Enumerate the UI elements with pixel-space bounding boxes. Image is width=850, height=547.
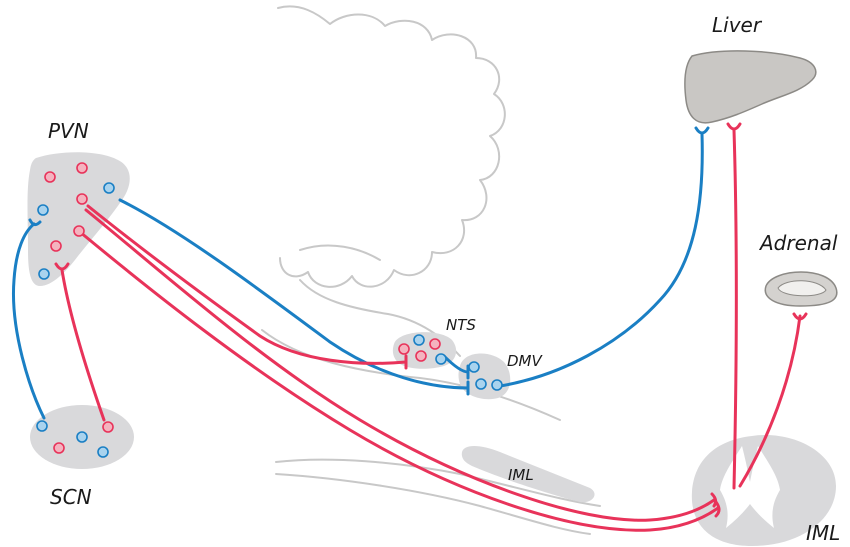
scn-cells [36, 420, 114, 458]
pvn-to-iml-red-path-2 [78, 230, 720, 532]
liver-blue-terminal [694, 126, 710, 135]
nts-cell-red [398, 343, 410, 355]
scn-cell-red [53, 442, 65, 454]
brainstem-lower [261, 329, 561, 421]
nts-label: NTS [446, 316, 476, 334]
liver-label: Liver [712, 13, 763, 37]
pvn-cell-red [44, 171, 56, 183]
scn-cell-blue [36, 420, 48, 432]
medulla-edge [275, 458, 601, 507]
pvn-red-terminal [54, 262, 70, 271]
pvn-label: PVN [48, 119, 89, 143]
scn-to-pvn-blue-path [11, 222, 46, 420]
brainstem-outline [261, 5, 601, 535]
scn-to-pvn-red-path [60, 268, 106, 422]
pvn-cell-red [76, 162, 88, 174]
dmv-cell-blue [468, 361, 480, 373]
pvn-cell-red [73, 225, 85, 237]
dmv-cell-blue [475, 378, 487, 390]
dmv-to-liver-blue-path [498, 132, 704, 388]
dmv-region [458, 353, 511, 400]
iml-to-liver-red-path [732, 128, 738, 490]
dmv-cell-blue [491, 379, 503, 391]
sympathetic-pathways [60, 128, 802, 532]
iml-brainstem-region [461, 446, 595, 503]
adrenal-red-terminal [792, 312, 808, 321]
nts-cell-blue [413, 334, 425, 346]
medulla-edge-2 [275, 473, 591, 535]
adrenal-icon [764, 271, 838, 307]
parasympathetic-terminals [28, 126, 710, 396]
dmv-label: DMV [507, 352, 543, 370]
pvn-cell-red [76, 193, 88, 205]
scn-cell-red [102, 421, 114, 433]
cerebellum-fold-1 [299, 244, 381, 261]
dmv-cells [468, 361, 503, 391]
pvn-cell-red [50, 240, 62, 252]
adrenal-label: Adrenal [758, 231, 838, 255]
pvn-cells [37, 162, 115, 280]
parasympathetic-pathways [11, 132, 704, 420]
cerebellum-outline [277, 5, 506, 288]
sympathetic-terminals [54, 122, 808, 518]
iml-spinal-label: IML [806, 521, 840, 545]
pvn-blue-terminal [28, 218, 42, 227]
nts-cell-blue [435, 353, 447, 365]
scn-label: SCN [50, 485, 92, 509]
pvn-to-nts-red-path [86, 204, 408, 365]
pvn-to-dmv-blue-path [118, 198, 470, 390]
liver-red-terminal [726, 122, 742, 131]
liver-icon [684, 50, 817, 124]
iml-to-adrenal-red-path [738, 314, 802, 488]
nts-cells [398, 334, 447, 365]
nts-cell-red [429, 338, 441, 350]
iml-red-terminal-2 [714, 500, 721, 518]
pvn-cell-blue [103, 182, 115, 194]
nts-cell-red [415, 350, 427, 362]
pvn-cell-blue [37, 204, 49, 216]
iml-red-terminal-1 [710, 492, 718, 508]
pvn-to-iml-red-path-1 [84, 208, 716, 522]
scn-cell-blue [76, 431, 88, 443]
iml-brainstem-label: IML [508, 466, 534, 484]
pvn-cell-blue [38, 268, 50, 280]
scn-cell-blue [97, 446, 109, 458]
